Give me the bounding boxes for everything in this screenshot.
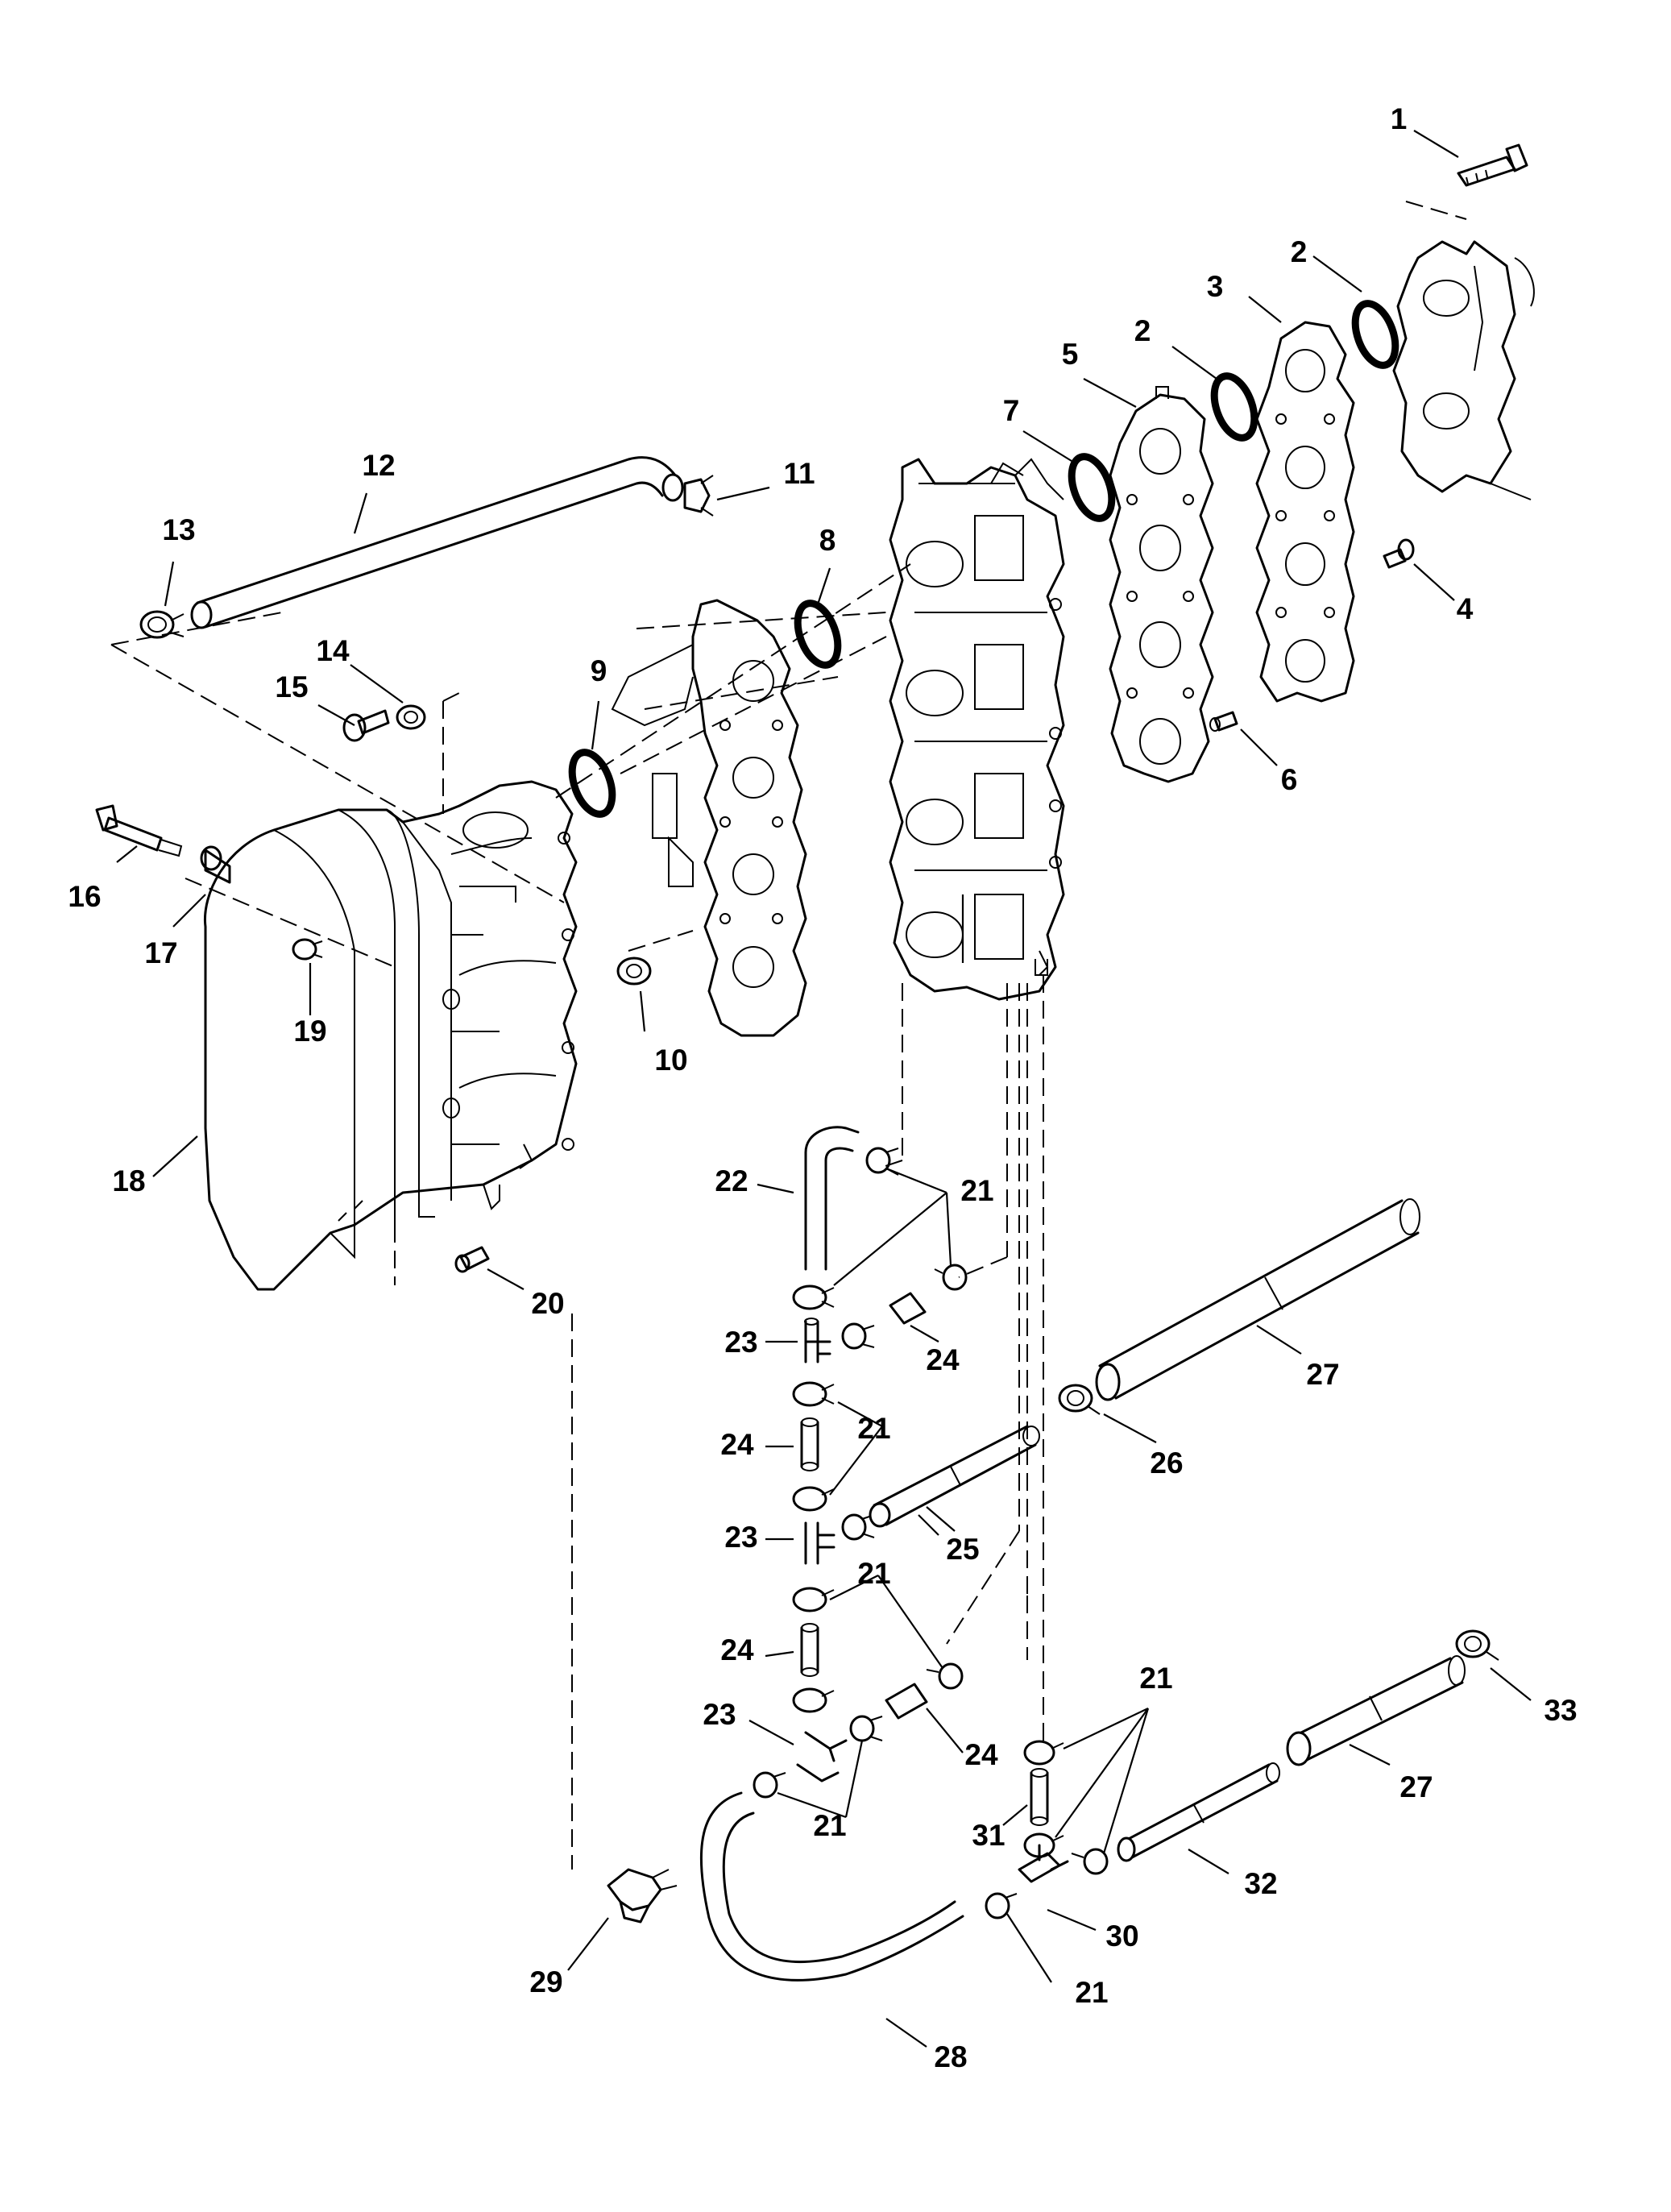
part-label-21: 21: [1075, 1976, 1108, 2009]
part-label-21: 21: [1139, 1662, 1172, 1695]
part-label-3: 3: [1207, 270, 1224, 303]
part-label-27: 27: [1399, 1770, 1433, 1803]
part-label-16: 16: [68, 880, 101, 913]
part-label-12: 12: [362, 449, 395, 482]
part-label-21: 21: [960, 1174, 993, 1207]
part-label-30: 30: [1105, 1919, 1138, 1953]
part-label-14: 14: [316, 634, 350, 667]
part-label-22: 22: [715, 1164, 748, 1197]
fuel-hoses: [607, 1126, 1499, 1982]
part-label-5: 5: [1062, 338, 1079, 371]
part-label-2: 2: [1291, 235, 1308, 268]
part-label-21: 21: [813, 1809, 846, 1842]
part-label-23: 23: [724, 1521, 757, 1554]
part-label-1: 1: [1391, 102, 1408, 135]
leader-lines: [116, 130, 1532, 2048]
part-label-24: 24: [926, 1343, 960, 1376]
part-label-13: 13: [162, 513, 195, 546]
small-hardware: [95, 143, 1528, 1273]
carburetor-assembly: [889, 458, 1065, 1001]
gasket-5: [1109, 386, 1214, 783]
engine-block-fragment: [1392, 240, 1535, 500]
part-label-28: 28: [934, 2040, 967, 2073]
part-label-18: 18: [112, 1164, 145, 1197]
gasket-3: [1255, 321, 1355, 703]
part-label-33: 33: [1544, 1694, 1577, 1727]
part-label-27: 27: [1306, 1358, 1339, 1391]
part-label-24: 24: [720, 1633, 754, 1666]
part-label-17: 17: [144, 936, 177, 969]
part-label-15: 15: [275, 670, 308, 703]
part-label-10: 10: [654, 1044, 687, 1077]
part-label-25: 25: [946, 1533, 979, 1566]
part-label-26: 26: [1150, 1446, 1183, 1480]
part-label-23: 23: [724, 1326, 757, 1359]
part-label-24: 24: [964, 1738, 998, 1771]
o-rings: [568, 300, 1399, 818]
part-label-20: 20: [531, 1287, 564, 1320]
part-label-8: 8: [819, 524, 836, 557]
part-label-21: 21: [857, 1412, 890, 1445]
part-label-11: 11: [783, 457, 815, 490]
part-label-19: 19: [293, 1015, 326, 1048]
silencer-cover: [203, 780, 578, 1291]
part-label-24: 24: [720, 1428, 754, 1461]
breather-hose-12: [139, 456, 714, 639]
part-label-31: 31: [972, 1819, 1005, 1852]
part-labels: 1 2 3 2 5 7 11 12 13 8 4 14 15 9 6 16 17…: [68, 102, 1577, 2073]
part-label-2: 2: [1134, 314, 1151, 347]
part-label-6: 6: [1281, 763, 1298, 796]
part-label-4: 4: [1457, 592, 1474, 625]
part-label-29: 29: [529, 1965, 562, 1998]
part-label-23: 23: [703, 1698, 736, 1731]
part-label-32: 32: [1244, 1867, 1277, 1900]
part-label-21: 21: [857, 1557, 890, 1590]
intake-plate: [611, 599, 807, 1037]
part-label-9: 9: [591, 654, 607, 687]
part-label-7: 7: [1003, 394, 1020, 427]
